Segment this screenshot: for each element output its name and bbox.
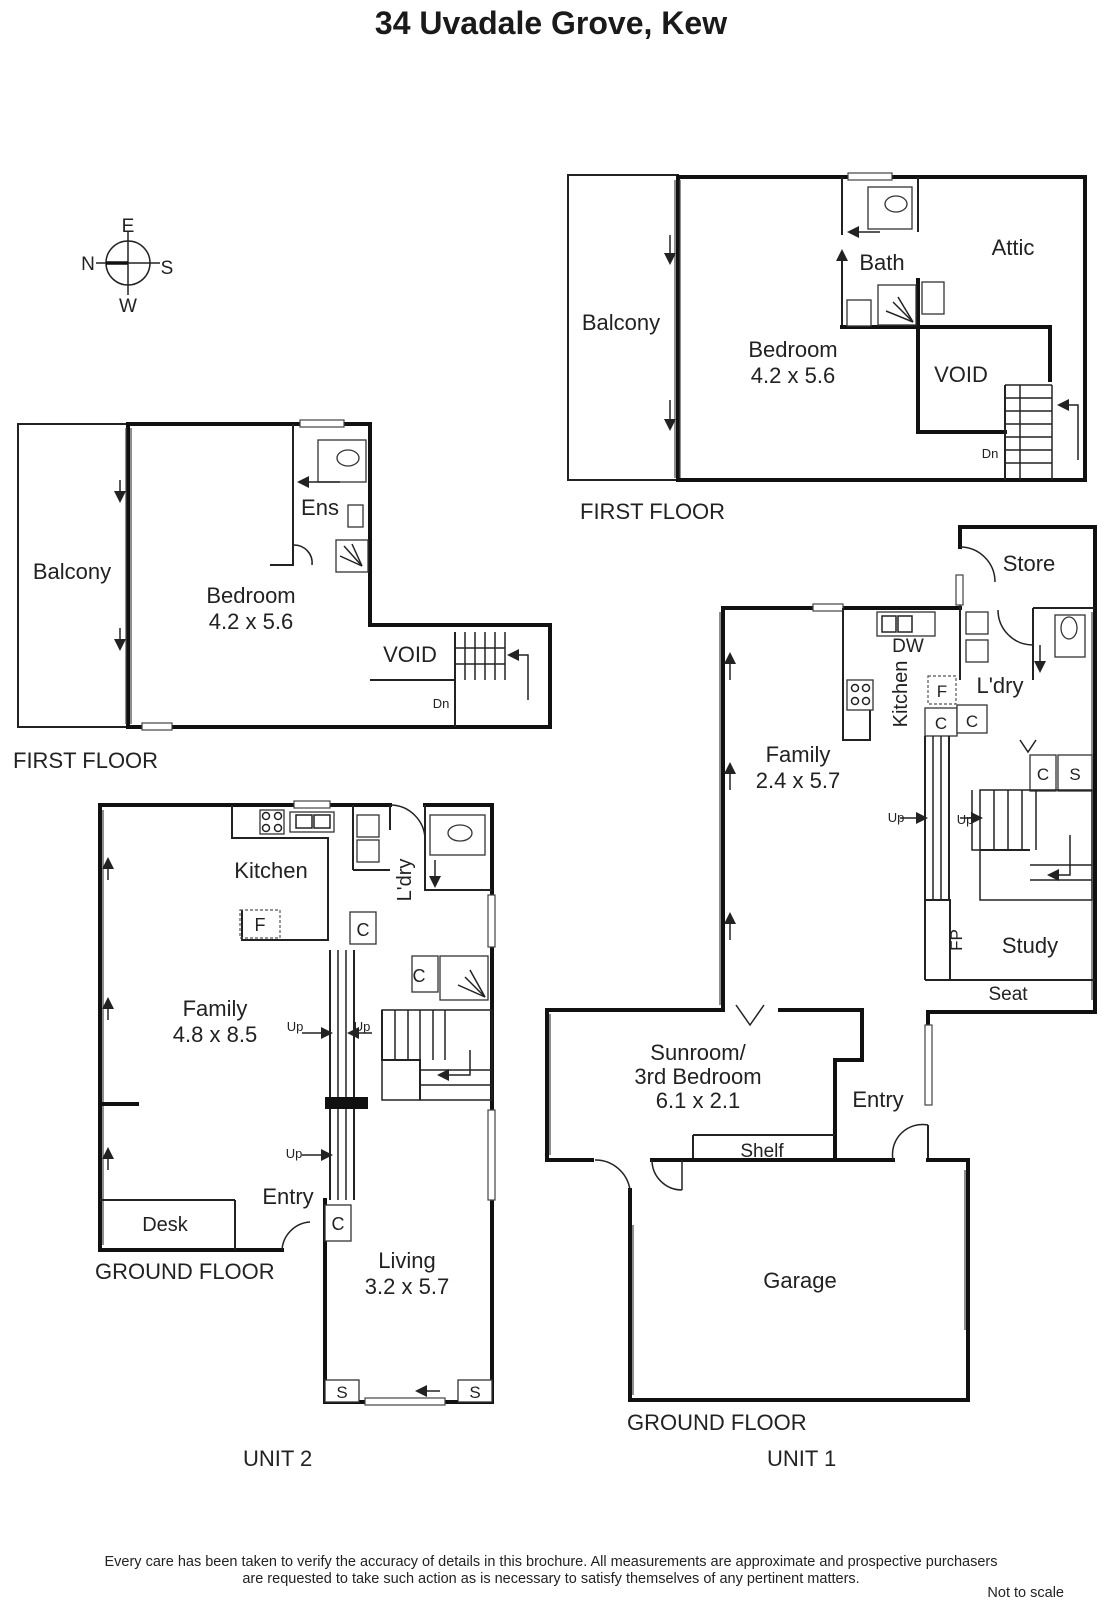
unit2-storage-1: S xyxy=(336,1383,347,1402)
unit1-family-size: 2.4 x 5.7 xyxy=(756,768,840,793)
unit1-first-floor-label: FIRST FLOOR xyxy=(580,499,725,524)
unit2-kitchen: Kitchen xyxy=(234,858,307,883)
unit1-first-bedroom-size: 4.2 x 5.6 xyxy=(751,363,835,388)
unit1-fridge: F xyxy=(937,682,947,701)
unit2-stair-up-1: Up xyxy=(287,1019,304,1034)
plan-title: 34 Uvadale Grove, Kew xyxy=(375,5,727,41)
compass-icon: E N S W xyxy=(81,216,173,317)
unit2-living-name: Living xyxy=(378,1248,435,1273)
unit1-first-stair-dn: Dn xyxy=(982,446,999,461)
unit2-family-name: Family xyxy=(183,996,248,1021)
unit1-first-bedroom-name: Bedroom xyxy=(748,337,837,362)
unit1-label: UNIT 1 xyxy=(767,1446,836,1471)
unit2-first-ensuite: Ens xyxy=(301,495,339,520)
compass-north: N xyxy=(81,254,95,275)
unit1-stair-up-1: Up xyxy=(888,810,905,825)
disclaimer-line-2: are requested to take such action as is … xyxy=(242,1571,859,1587)
unit2-label: UNIT 2 xyxy=(243,1446,312,1471)
unit1-storage: S xyxy=(1069,765,1080,784)
compass-east: E xyxy=(122,216,135,237)
unit2-first-bedroom-name: Bedroom xyxy=(206,583,295,608)
unit2-ground-floor-plan xyxy=(98,800,496,1406)
unit1-fireplace: FP xyxy=(947,929,966,951)
compass-south: S xyxy=(161,258,174,279)
unit2-ground-floor-label: GROUND FLOOR xyxy=(95,1259,275,1284)
unit2-cupboard-2: C xyxy=(413,966,426,986)
unit2-first-stair-dn: Dn xyxy=(433,696,450,711)
unit2-stair-up-3: Up xyxy=(286,1146,303,1161)
unit1-first-attic: Attic xyxy=(992,235,1035,260)
unit1-sunroom-size: 6.1 x 2.1 xyxy=(656,1088,740,1113)
unit2-stair-up-2: Up xyxy=(354,1019,371,1034)
unit2-family-size: 4.8 x 8.5 xyxy=(173,1022,257,1047)
unit1-sunroom-line1: Sunroom/ xyxy=(650,1040,746,1065)
unit1-cupboard-1: C xyxy=(935,714,947,733)
unit1-stair-up-2: Up xyxy=(957,812,974,827)
unit1-first-bath: Bath xyxy=(859,250,904,275)
unit1-ground-floor-label: GROUND FLOOR xyxy=(627,1410,807,1435)
unit2-entry: Entry xyxy=(262,1184,313,1209)
unit1-cupboard-3: C xyxy=(1037,765,1049,784)
unit2-cupboard-3: C xyxy=(332,1214,345,1234)
unit2-desk: Desk xyxy=(142,1214,189,1236)
disclaimer-line-1: Every care has been taken to verify the … xyxy=(104,1554,997,1570)
scale-note: Not to scale xyxy=(987,1585,1064,1600)
unit2-first-floor-label: FIRST FLOOR xyxy=(13,748,158,773)
unit1-garage: Garage xyxy=(763,1268,836,1293)
unit1-dishwasher: DW xyxy=(892,636,924,657)
unit1-kitchen: Kitchen xyxy=(890,661,912,728)
unit2-living-size: 3.2 x 5.7 xyxy=(365,1274,449,1299)
unit1-sunroom-line2: 3rd Bedroom xyxy=(634,1064,761,1089)
unit1-first-floor-plan xyxy=(567,172,1087,482)
unit2-first-void: VOID xyxy=(383,642,437,667)
unit1-first-balcony: Balcony xyxy=(582,310,660,335)
unit2-first-bedroom-size: 4.2 x 5.6 xyxy=(209,609,293,634)
unit1-seat: Seat xyxy=(988,984,1028,1005)
compass-west: W xyxy=(119,296,137,317)
unit1-entry: Entry xyxy=(852,1087,903,1112)
unit1-cupboard-2: C xyxy=(966,712,978,731)
unit2-fridge: F xyxy=(255,915,266,935)
unit1-first-void: VOID xyxy=(934,362,988,387)
unit1-study: Study xyxy=(1002,933,1058,958)
unit1-family-name: Family xyxy=(766,742,831,767)
unit1-ground-floor-plan xyxy=(545,525,1097,1402)
unit2-first-floor-plan xyxy=(17,419,552,731)
unit1-laundry: L'dry xyxy=(977,673,1024,698)
unit1-store: Store xyxy=(1003,551,1056,576)
unit2-cupboard-1: C xyxy=(357,920,370,940)
unit2-storage-2: S xyxy=(469,1383,480,1402)
unit2-laundry: L'dry xyxy=(394,859,416,902)
unit1-shelf: Shelf xyxy=(740,1141,784,1162)
unit2-first-balcony: Balcony xyxy=(33,559,111,584)
